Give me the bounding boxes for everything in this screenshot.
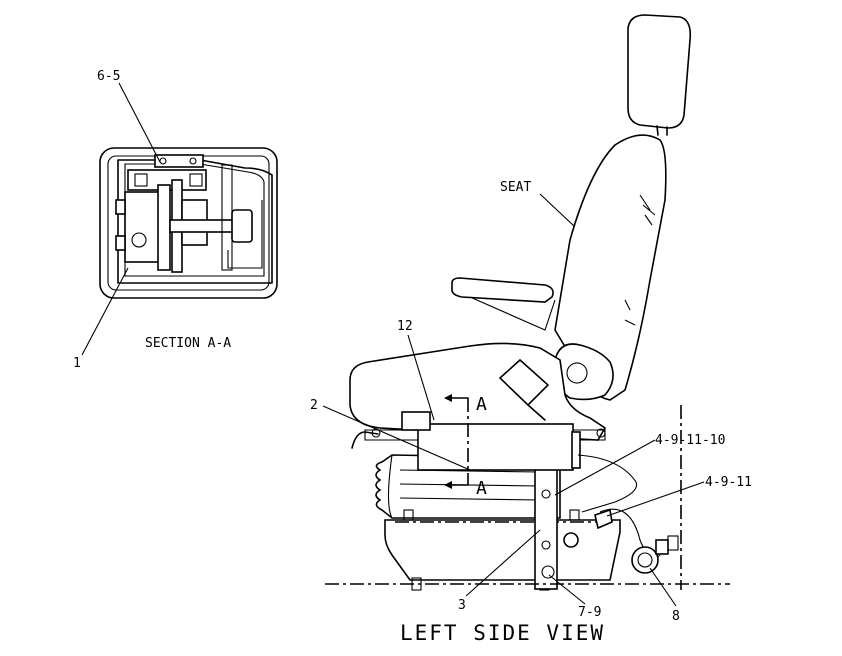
seat-label: SEAT: [500, 180, 531, 195]
leader-1: [81, 267, 129, 356]
callout-8: 8: [672, 609, 680, 624]
recline-pivot: [554, 343, 614, 401]
section-a-a-detail: [99, 147, 278, 299]
leader-seat: [539, 193, 575, 227]
seat-assembly: [349, 14, 692, 591]
section-cut-marker: [444, 394, 469, 489]
section-marker-a-top: A: [476, 394, 487, 415]
backrest: [554, 134, 667, 401]
headrest: [627, 14, 692, 129]
valve-block: [417, 423, 574, 471]
callout-4-9-11: 4-9-11: [705, 475, 752, 490]
callout-3: 3: [458, 598, 466, 613]
callout-12: 12: [397, 319, 413, 334]
callout-7-9: 7-9: [578, 605, 601, 620]
left-side-view-title: LEFT SIDE VIEW: [400, 621, 605, 645]
seat-base: [384, 519, 621, 581]
callout-4-9-11-10: 4-9-11-10: [655, 433, 725, 448]
recline-handle: [498, 358, 550, 407]
leader-6-5: [118, 82, 161, 163]
callout-1: 1: [73, 356, 81, 371]
fitting-8: [631, 546, 659, 574]
section-a-a-label: SECTION A-A: [145, 336, 231, 351]
hose-upper: [577, 454, 638, 513]
armrest: [451, 277, 554, 303]
callout-6-5: 6-5: [97, 69, 120, 84]
callout-2: 2: [310, 398, 318, 413]
section-marker-a-bottom: A: [476, 478, 487, 499]
